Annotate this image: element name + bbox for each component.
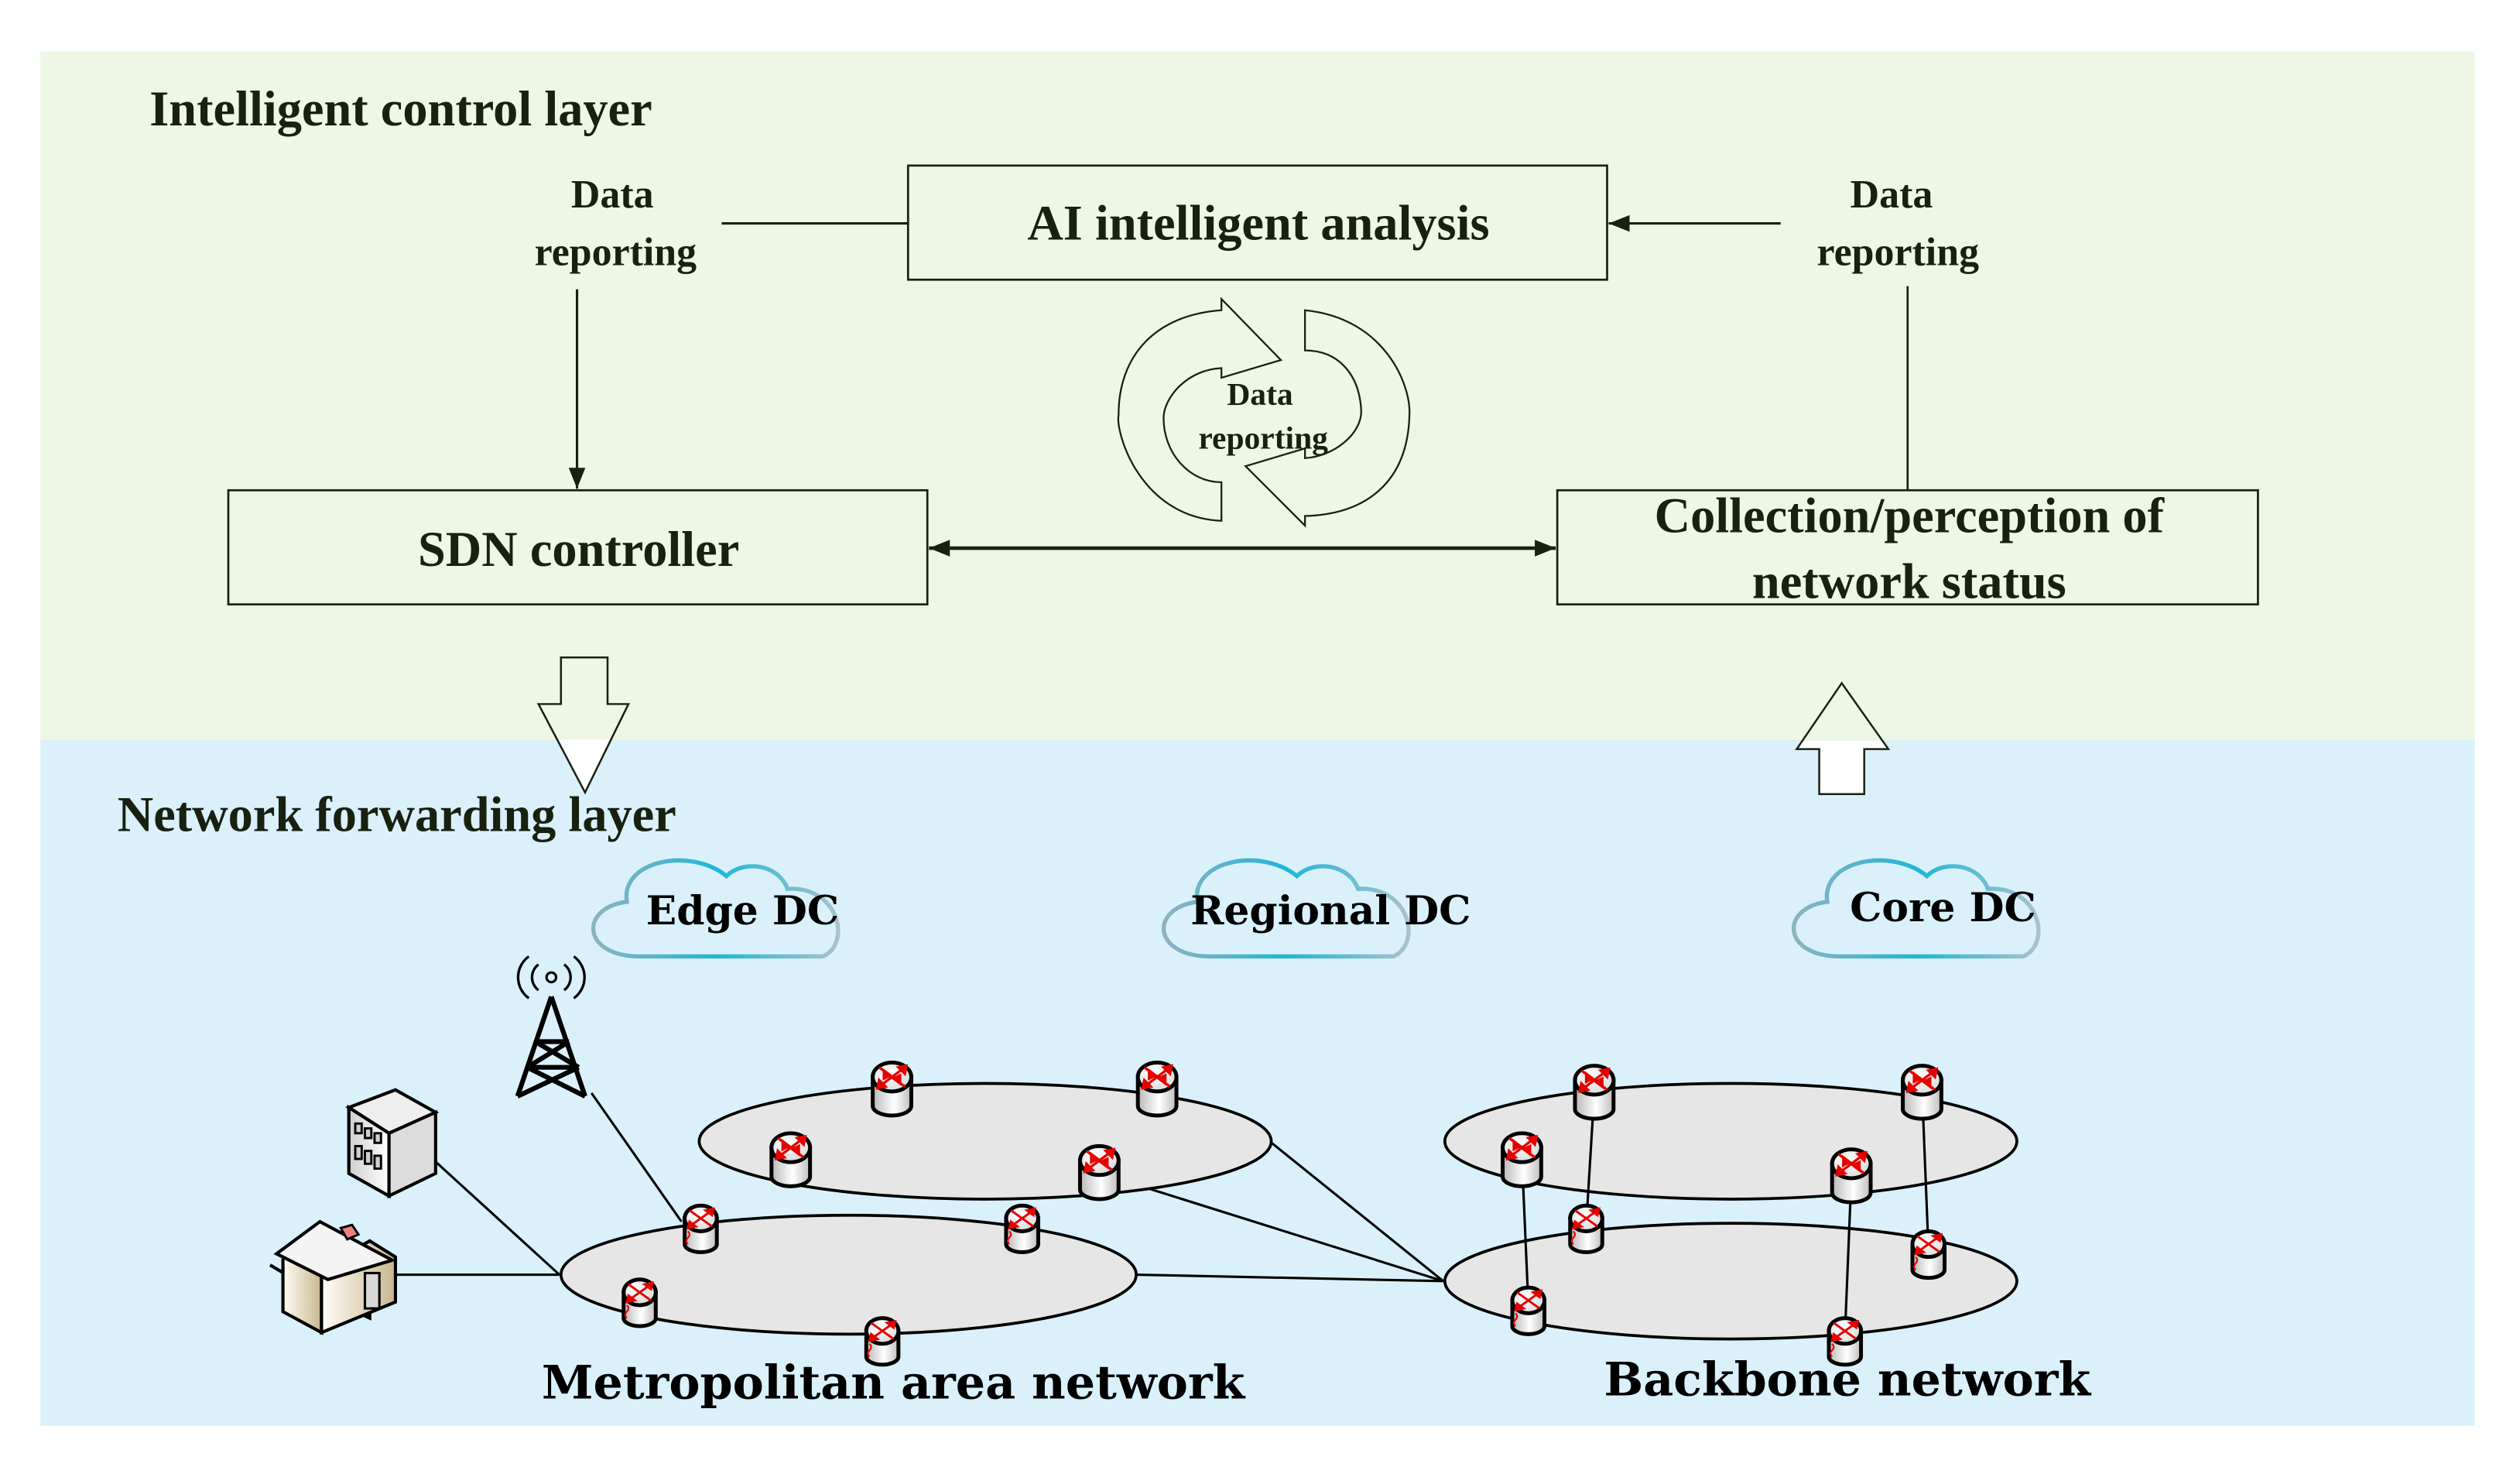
metro-upper-ring <box>697 1082 1273 1201</box>
ai-analysis-label: AI intelligent analysis <box>1027 195 1489 250</box>
metro-router[interactable] <box>685 1205 717 1252</box>
collection-label-line1: Collection/perception of <box>1655 488 2166 543</box>
down-block-arrow <box>536 656 630 795</box>
office-building-icon[interactable] <box>345 1088 440 1199</box>
right-report-line1: Data <box>1851 173 1933 217</box>
control-layer-title: Intelligent control layer <box>149 81 652 136</box>
backbone-network-label: Backbone network <box>1604 1352 2091 1407</box>
regional-dc-cloud[interactable]: Regional DC <box>1164 860 1471 956</box>
forwarding-layer-title: Network forwarding layer <box>118 787 676 842</box>
metro-router[interactable] <box>772 1133 810 1187</box>
cell-tower-icon[interactable] <box>515 955 587 1099</box>
cycle-arrows-icon <box>1117 297 1411 528</box>
metro-router[interactable] <box>1080 1146 1118 1199</box>
sdn-controller-box[interactable]: SDN controller <box>227 488 929 606</box>
ai-analysis-box[interactable]: AI intelligent analysis <box>906 164 1608 281</box>
backbone-router[interactable] <box>1575 1066 1614 1119</box>
backbone-router[interactable] <box>1570 1205 1603 1252</box>
forwarding-layer-panel <box>40 739 2475 1426</box>
cycle-label-line2: reporting <box>1198 420 1328 455</box>
metro-router[interactable] <box>624 1280 656 1326</box>
sdn-controller-label: SDN controller <box>418 522 739 577</box>
backbone-router[interactable] <box>1832 1150 1871 1203</box>
backbone-router[interactable] <box>1903 1066 1942 1119</box>
left-report-line1: Data <box>571 173 654 217</box>
core-dc-cloud[interactable]: Core DC <box>1794 860 2039 956</box>
backbone-router[interactable] <box>1912 1231 1945 1277</box>
core-dc-label: Core DC <box>1850 884 2036 931</box>
collection-label-line2: network status <box>1752 554 2066 608</box>
edge-dc-label: Edge DC <box>646 887 839 934</box>
access-links <box>382 1092 1444 1283</box>
up-block-arrow <box>1795 681 1891 795</box>
metro-network-label: Metropolitan area network <box>542 1355 1246 1410</box>
collection-perception-box[interactable]: Collection/perception of network status <box>1556 488 2259 608</box>
left-report-line2: reporting <box>535 231 697 275</box>
edge-dc-cloud[interactable]: Edge DC <box>594 860 840 956</box>
right-report-line2: reporting <box>1817 231 1980 275</box>
backbone-router[interactable] <box>1503 1133 1542 1187</box>
metro-router[interactable] <box>1006 1205 1039 1252</box>
cycle-label-line1: Data <box>1227 376 1293 412</box>
house-icon[interactable] <box>269 1219 398 1335</box>
metro-router[interactable] <box>1138 1062 1176 1116</box>
metro-router[interactable] <box>873 1062 912 1116</box>
regional-dc-label: Regional DC <box>1190 887 1471 934</box>
backbone-router[interactable] <box>1512 1287 1545 1334</box>
